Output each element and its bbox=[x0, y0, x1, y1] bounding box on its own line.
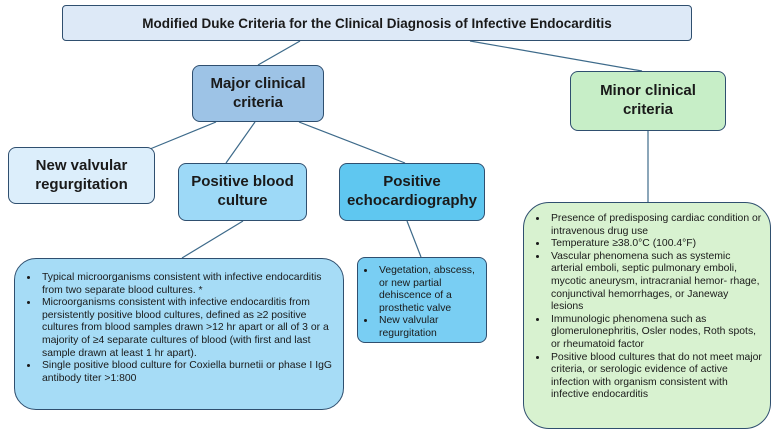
list-item: Single positive blood culture for Coxiel… bbox=[39, 360, 333, 385]
connector-title-minor bbox=[469, 40, 643, 72]
minor-criteria-line2: criteria bbox=[622, 101, 674, 118]
positive-blood-culture-box: Positive blood culture bbox=[178, 163, 307, 221]
connector-blood-list bbox=[181, 220, 244, 259]
echo-line2: echocardiography bbox=[346, 192, 478, 209]
list-item: Vegetation, abscess, or new partial dehi… bbox=[376, 265, 480, 315]
minor-criteria-line1: Minor clinical bbox=[600, 82, 696, 100]
list-item: Presence of predisposing cardiac conditi… bbox=[548, 213, 762, 238]
echocardiography-details: Vegetation, abscess, or new partial dehi… bbox=[357, 257, 487, 343]
minor-criteria-box: Minor clinical criteria bbox=[570, 71, 726, 131]
list-item: Immunologic phenomena such as glomerulon… bbox=[548, 314, 762, 352]
positive-echocardiography-box: Positive echocardiography bbox=[339, 163, 485, 221]
blood-culture-line2: culture bbox=[217, 192, 268, 209]
diagram-title: Modified Duke Criteria for the Clinical … bbox=[62, 5, 692, 41]
new-valvular-regurgitation-box: New valvular regurgitation bbox=[8, 147, 155, 204]
connector-major-blood bbox=[225, 121, 256, 164]
blood-culture-line1: Positive blood bbox=[191, 173, 294, 191]
blood-culture-details: Typical microorganisms consistent with i… bbox=[14, 258, 344, 410]
connector-major-echo bbox=[298, 121, 406, 164]
new-valvular-line1: New valvular bbox=[35, 156, 128, 174]
connector-major-valvular bbox=[149, 121, 217, 150]
connector-title-major bbox=[257, 40, 301, 66]
new-valvular-line2: regurgitation bbox=[35, 175, 128, 193]
major-criteria-line1: Major clinical bbox=[210, 74, 306, 92]
list-item: Microorganisms consistent with infective… bbox=[39, 297, 333, 360]
echo-line1: Positive bbox=[383, 173, 441, 191]
major-criteria-line2: criteria bbox=[232, 93, 284, 111]
connector-echo-list bbox=[406, 220, 422, 258]
list-item: Vascular phenomena such as systemic arte… bbox=[548, 251, 762, 314]
list-item: Typical microorganisms consistent with i… bbox=[39, 272, 333, 297]
diagram-title-text: Modified Duke Criteria for the Clinical … bbox=[142, 15, 612, 31]
list-item: Temperature ≥38.0°C (100.4°F) bbox=[548, 238, 762, 251]
list-item: New valvular regurgitation bbox=[376, 315, 480, 340]
minor-criteria-details: Presence of predisposing cardiac conditi… bbox=[523, 202, 771, 429]
major-criteria-box: Major clinical criteria bbox=[192, 65, 324, 122]
list-item: Positive blood cultures that do not meet… bbox=[548, 352, 762, 402]
